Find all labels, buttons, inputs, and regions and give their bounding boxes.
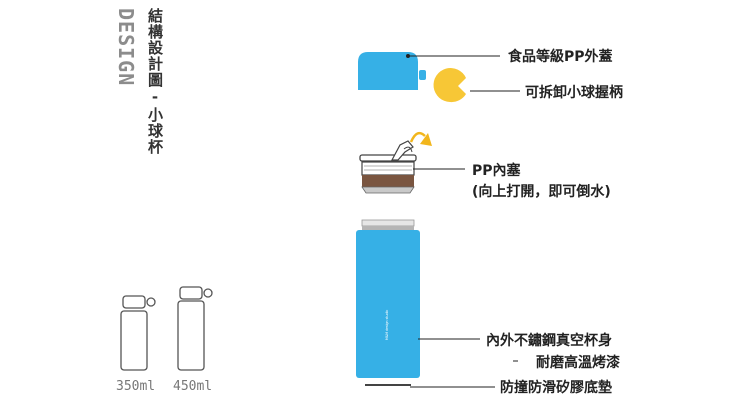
label-paint: 耐磨高溫烤漆 (536, 355, 620, 371)
leader-lines (408, 55, 520, 388)
size-comparison (120, 286, 213, 371)
label-pad: 防撞防滑矽膠底墊 (500, 380, 612, 396)
lid (358, 52, 426, 90)
label-plug-note: (向上打開，即可倒水) (472, 184, 611, 200)
handle-ball (433, 68, 466, 103)
bottle-450-outline (177, 286, 213, 371)
bottle-350-outline (120, 295, 156, 371)
open-direction-arrow (409, 131, 432, 146)
bottom-pad (365, 384, 411, 386)
lid-leader-dot (406, 54, 410, 58)
label-lid: 食品等級PP外蓋 (508, 49, 613, 65)
plug (359, 140, 417, 194)
label-plug: PP內塞 (472, 163, 521, 179)
size-label-450: 450ml (173, 379, 213, 394)
bottle-body: M&M design studio (356, 219, 420, 378)
bottle-brand-text: M&M design studio (385, 310, 389, 340)
label-body: 內外不鏽鋼真空杯身 (486, 333, 612, 349)
size-label-350: 350ml (116, 379, 156, 394)
design-heading: DESIGN (114, 8, 138, 87)
label-handle: 可拆卸小球握柄 (525, 85, 623, 101)
diagram-title: 結構設計圖-小球杯 (146, 8, 164, 155)
